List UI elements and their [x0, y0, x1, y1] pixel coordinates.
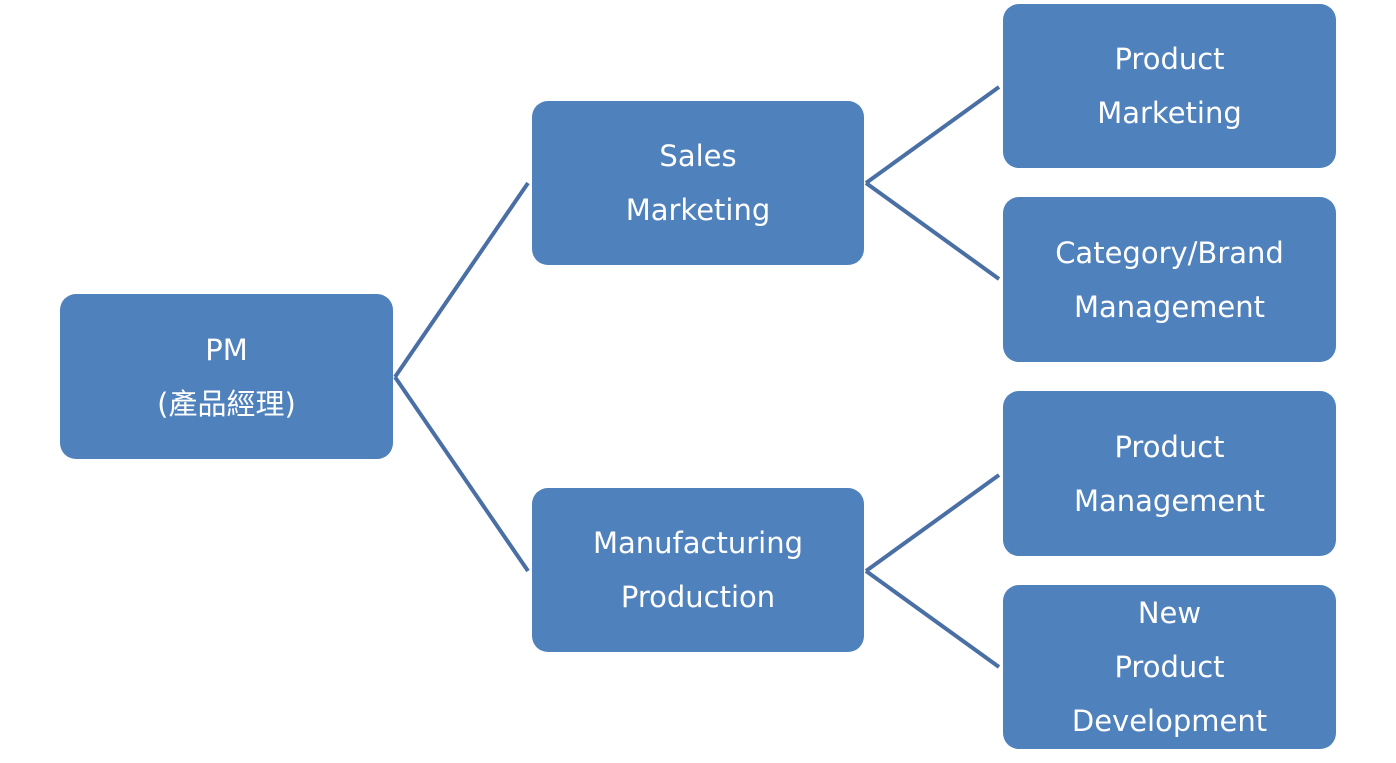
- node-label-line: (產品經理): [157, 386, 296, 421]
- node-label-line: Sales: [659, 139, 737, 173]
- node-label-line: Production: [620, 580, 776, 614]
- node-label-line: Management: [1073, 289, 1266, 324]
- node-label-line: Category/Brand: [1055, 235, 1284, 270]
- node-label-line: Development: [1071, 704, 1268, 738]
- node-label-line: Product: [1114, 650, 1225, 684]
- connector-sales-category-brand: [864, 181, 1001, 281]
- node-label-line: Product: [1114, 42, 1225, 76]
- connector-sales-product-marketing: [864, 85, 1001, 185]
- node-label-line: Marketing: [1097, 96, 1242, 130]
- node-sales-marketing[interactable]: Sales Marketing: [532, 101, 864, 265]
- node-manufacturing-production[interactable]: Manufacturing Production: [532, 488, 864, 652]
- node-label-line: PM: [205, 332, 248, 367]
- connector-root-sales: [393, 181, 530, 379]
- node-label-line: Product: [1114, 429, 1225, 464]
- connector-root-manufacturing: [393, 375, 530, 573]
- node-label-line: Marketing: [625, 193, 771, 227]
- node-label-line: Management: [1073, 483, 1266, 518]
- node-new-product-development[interactable]: New Product Development: [1003, 585, 1336, 749]
- connector-manufacturing-product-management: [864, 473, 1001, 573]
- node-product-management[interactable]: Product Management: [1003, 391, 1336, 556]
- node-label-line: New: [1137, 596, 1202, 630]
- node-category-brand-management[interactable]: Category/Brand Management: [1003, 197, 1336, 362]
- connector-manufacturing-new-product-dev: [864, 569, 1001, 669]
- node-label-line: Manufacturing: [593, 526, 803, 560]
- node-product-marketing[interactable]: Product Marketing: [1003, 4, 1336, 168]
- node-root-pm[interactable]: PM (產品經理): [60, 294, 393, 459]
